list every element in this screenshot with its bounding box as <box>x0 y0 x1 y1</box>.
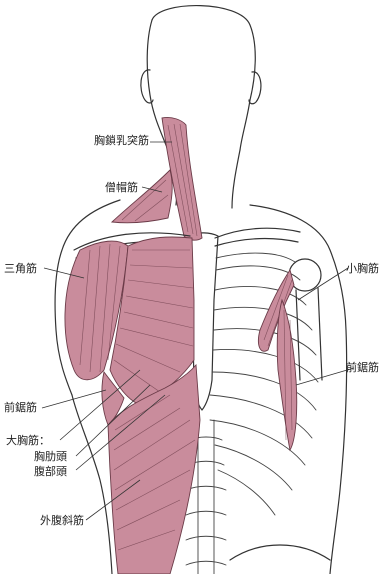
rib-cage <box>210 253 318 515</box>
pectoralis-major-label: 大胸筋： <box>6 434 50 447</box>
serratus-anterior-right-muscle <box>277 300 297 450</box>
external-oblique-label: 外腹斜筋 <box>40 514 84 527</box>
costal-head-label: 胸肋頭 <box>34 450 67 463</box>
trapezius-muscle <box>112 170 172 223</box>
pelvis-outline <box>230 545 330 560</box>
pectoralis-minor-label: 小胸筋 <box>346 262 379 275</box>
trapezius-label: 僧帽筋 <box>105 181 138 194</box>
deltoid-label: 三角筋 <box>4 262 37 275</box>
abdominal-head-label: 腹部頭 <box>34 465 67 478</box>
sternocleidomastoid-label: 胸鎖乳突筋 <box>94 134 149 147</box>
head-outline <box>141 6 261 150</box>
serratus-anterior-right-label: 前鋸筋 <box>346 361 379 374</box>
serratus-anterior-left-label: 前鋸筋 <box>4 401 37 414</box>
